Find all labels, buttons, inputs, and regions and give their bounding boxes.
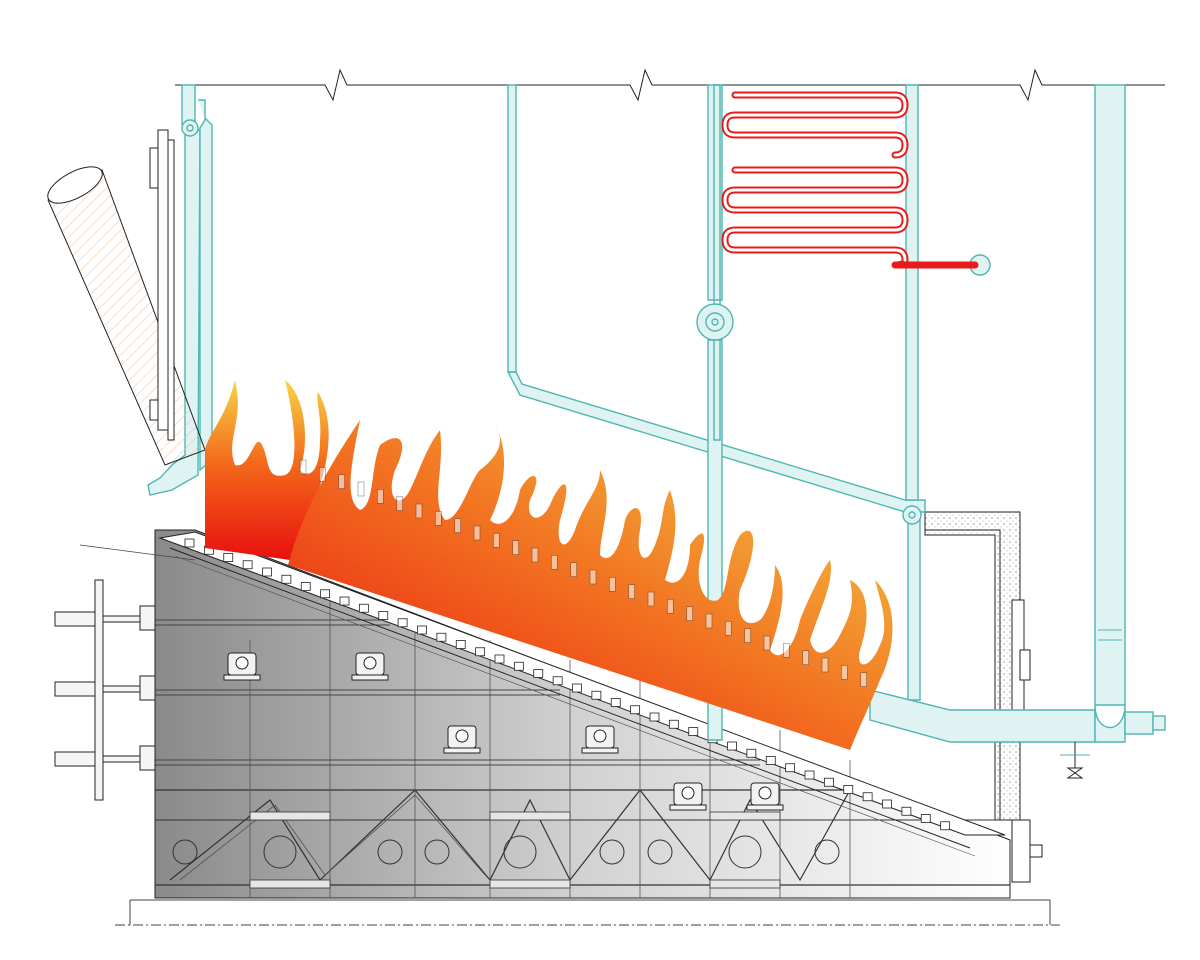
grate-step bbox=[668, 719, 679, 729]
grate-centerline bbox=[79, 544, 196, 561]
grate-tooth bbox=[589, 569, 597, 585]
left-wall bbox=[149, 129, 175, 441]
grate-tooth bbox=[782, 642, 790, 658]
grate-tooth bbox=[396, 496, 404, 512]
superheater-coil bbox=[721, 91, 979, 269]
grate-tooth bbox=[434, 510, 442, 526]
grate-tooth bbox=[473, 525, 481, 541]
grate-step bbox=[940, 821, 951, 831]
grate-tooth bbox=[821, 657, 829, 673]
grate-tooth bbox=[705, 613, 713, 629]
grate-step bbox=[281, 574, 292, 584]
hydraulic-cylinder-icon bbox=[669, 782, 707, 811]
grate-step bbox=[785, 763, 796, 773]
grate-step bbox=[688, 727, 699, 736]
grate-step bbox=[765, 756, 776, 765]
hydraulic-cylinder-icon bbox=[581, 725, 619, 754]
grate-tooth bbox=[666, 598, 674, 614]
grate-step bbox=[610, 698, 621, 707]
grate-step bbox=[397, 618, 408, 628]
hydraulic-cylinder-icon bbox=[746, 782, 784, 811]
grate-tooth bbox=[318, 466, 326, 482]
pipe-joints bbox=[1098, 629, 1122, 641]
grate-step bbox=[649, 712, 660, 722]
grate-step bbox=[920, 814, 931, 823]
grate-tooth bbox=[802, 650, 810, 666]
grate-tooth bbox=[628, 584, 636, 600]
grate-step bbox=[552, 676, 563, 686]
grate-step bbox=[300, 582, 311, 591]
grate-tooth bbox=[376, 488, 384, 504]
grate-step bbox=[184, 538, 195, 548]
grate-step bbox=[727, 741, 737, 751]
grate-step bbox=[242, 560, 253, 570]
pipe-fittings bbox=[181, 119, 991, 525]
grate-tooth bbox=[299, 459, 307, 475]
grate-step bbox=[572, 683, 582, 693]
reciprocating-grate bbox=[158, 531, 1006, 857]
grate-teeth bbox=[299, 459, 868, 688]
grate-step bbox=[262, 567, 272, 577]
drain-valve bbox=[1060, 742, 1090, 779]
grate-tooth bbox=[570, 562, 578, 578]
grate-step bbox=[494, 654, 505, 664]
grate-tooth bbox=[744, 628, 752, 644]
grate-tooth bbox=[357, 481, 365, 497]
grate-tooth bbox=[724, 620, 732, 636]
flue-pipe bbox=[47, 166, 206, 466]
flame-icon bbox=[288, 420, 893, 750]
grate-tooth bbox=[763, 635, 771, 651]
flames bbox=[205, 380, 893, 750]
grate-tooth bbox=[338, 474, 346, 490]
grate-tooth bbox=[647, 591, 655, 607]
hydraulic-cylinder-icon bbox=[351, 652, 389, 681]
grate-tooth bbox=[492, 532, 500, 548]
hydraulic-cylinder-icon bbox=[223, 652, 261, 681]
grate-step bbox=[436, 632, 447, 642]
grate-step bbox=[591, 690, 602, 700]
grate-tooth bbox=[686, 606, 694, 622]
grate-step bbox=[823, 777, 834, 787]
superheater-coil-inner bbox=[723, 93, 907, 262]
grate-step bbox=[901, 806, 912, 816]
grate-step bbox=[630, 705, 641, 715]
grate-step bbox=[843, 785, 854, 794]
grate-tooth bbox=[840, 664, 848, 680]
top-break-line bbox=[175, 68, 1165, 102]
grate-tooth bbox=[860, 672, 868, 688]
grate-step bbox=[533, 669, 544, 678]
actuator-rods bbox=[54, 579, 156, 801]
hydraulic-cylinders bbox=[223, 652, 784, 811]
hydraulic-cylinder-icon bbox=[443, 725, 481, 754]
grate-step bbox=[475, 647, 486, 657]
grate-step bbox=[455, 640, 466, 649]
grate-step bbox=[358, 603, 369, 613]
grate-step bbox=[746, 748, 757, 758]
grate-tooth bbox=[454, 518, 462, 534]
grate-step bbox=[862, 792, 873, 802]
grate-step bbox=[378, 611, 389, 620]
refractory-wall bbox=[924, 511, 1043, 883]
flame-icon bbox=[205, 380, 329, 560]
grate-step bbox=[223, 553, 234, 562]
grate-tooth bbox=[531, 547, 539, 563]
grate-step bbox=[804, 770, 815, 780]
grate-tooth bbox=[512, 540, 520, 556]
grate-step bbox=[513, 661, 524, 671]
grate-tooth bbox=[550, 554, 558, 570]
grate-step bbox=[417, 625, 427, 635]
grate-step bbox=[320, 589, 331, 599]
grate-step bbox=[339, 596, 350, 606]
grate-step bbox=[882, 799, 892, 809]
base-line bbox=[115, 899, 1060, 926]
grate-tooth bbox=[608, 576, 616, 592]
grate-tooth bbox=[415, 503, 423, 519]
